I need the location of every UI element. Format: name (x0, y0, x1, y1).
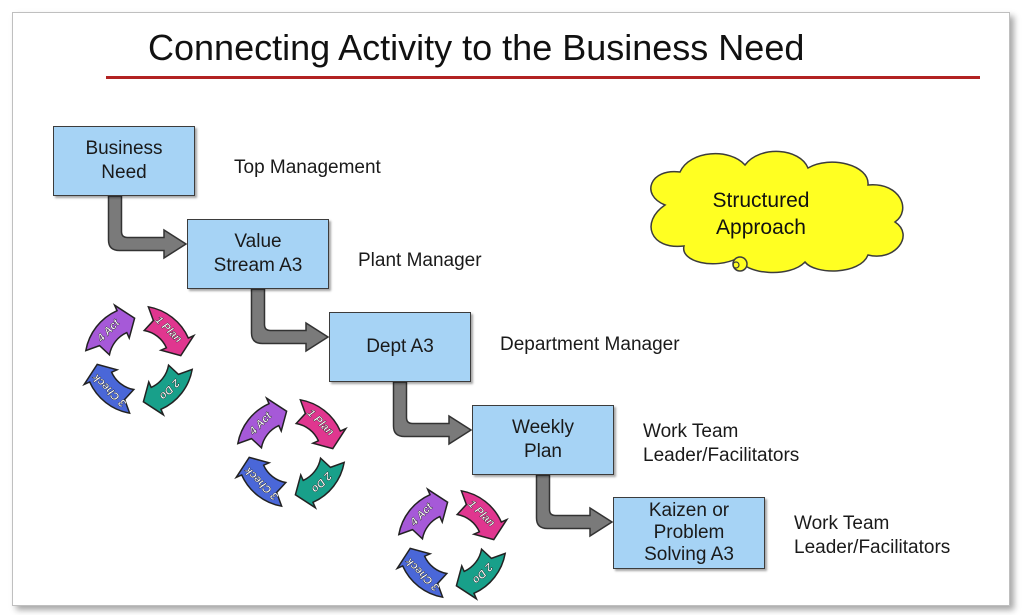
connector-arrow (107, 195, 188, 260)
pdca-arrow-segment (455, 547, 507, 601)
pdca-arrow-segment (395, 547, 449, 599)
connector-arrow (392, 381, 473, 446)
pdca-arrow-segment (455, 489, 509, 541)
slide (12, 12, 1010, 606)
cloud-label: Structured Approach (712, 189, 810, 239)
pdca-arrow-segment (142, 363, 194, 417)
title-underline (106, 76, 980, 79)
box-business-need: Business Need (53, 126, 195, 196)
box-weekly-plan: Weekly Plan (472, 405, 614, 475)
pdca-arrow-segment (234, 456, 288, 508)
role-top-management: Top Management (234, 157, 381, 178)
connector-arrow (250, 288, 330, 353)
cloud-shape (650, 150, 904, 274)
box-value-stream-a3: Value Stream A3 (187, 219, 329, 289)
role-department-manager: Department Manager (500, 334, 680, 355)
box-dept-a3: Dept A3 (329, 312, 471, 382)
role-work-team-2: Work Team Leader/Facilitators (794, 513, 951, 558)
pdca-arrow-segment (397, 487, 449, 541)
page-title: Connecting Activity to the Business Need (148, 27, 805, 68)
pdca-arrow-segment (236, 396, 288, 450)
pdca-arrow-segment (142, 305, 196, 357)
flow-arrows (107, 195, 614, 538)
role-work-team-1: Work Team Leader/Facilitators (643, 421, 800, 466)
box-kaizen-a3: Kaizen or Problem Solving A3 (613, 497, 765, 569)
pdca-arrow-segment (82, 363, 136, 415)
pdca-arrow-segment (294, 398, 348, 450)
pdca-arrow-segment (294, 456, 346, 510)
pdca-arrow-segment (84, 303, 136, 357)
connector-arrow (535, 474, 614, 538)
role-plant-manager: Plant Manager (358, 250, 482, 271)
